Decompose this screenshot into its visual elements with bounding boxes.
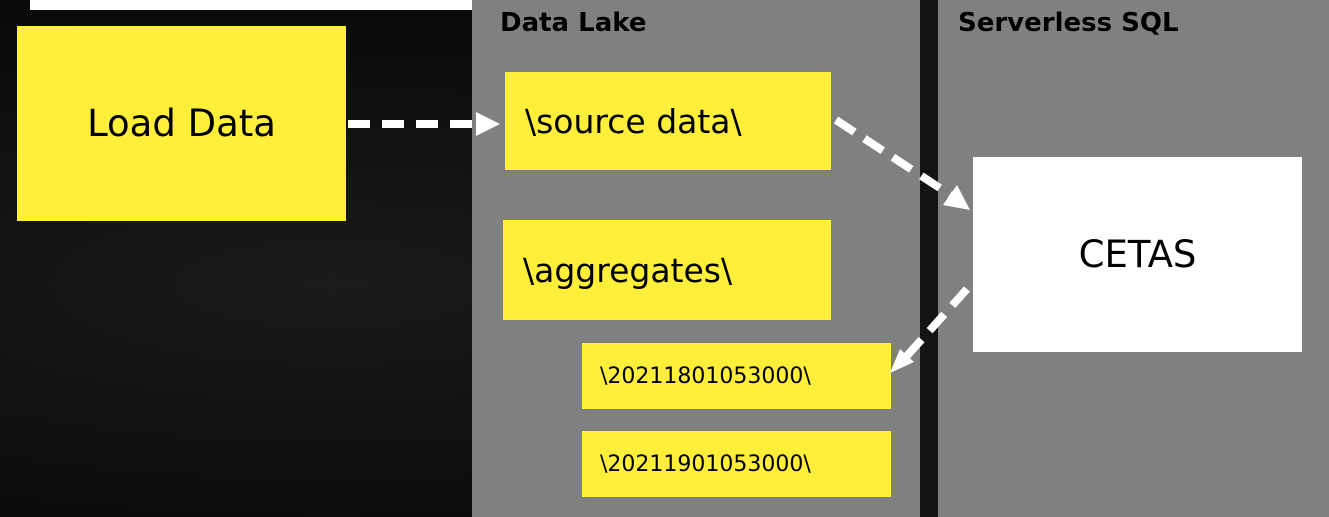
serverless-sql-title: Serverless SQL (958, 8, 1179, 38)
source-data-label: \source data\ (525, 101, 742, 141)
partition-2-label: \20211901053000\ (600, 451, 811, 477)
partition-1-label: \20211801053000\ (600, 363, 811, 389)
column-divider (920, 0, 938, 517)
arrow-source-to-cetas (833, 116, 955, 200)
data-lake-title: Data Lake (500, 8, 647, 38)
source-data-folder: \source data\ (505, 72, 831, 170)
aggregates-folder: \aggregates\ (503, 220, 831, 320)
arrowhead-cetas (943, 185, 970, 210)
partition-folder-1: \20211801053000\ (582, 343, 891, 409)
arrow-cetas-to-partition (902, 286, 970, 361)
cetas-label: CETAS (1078, 233, 1197, 276)
cetas-box: CETAS (973, 157, 1302, 352)
partition-folder-2: \20211901053000\ (582, 431, 891, 497)
arrowhead-partition (890, 349, 914, 373)
load-data-box: Load Data (17, 26, 346, 221)
arrowhead-source (476, 112, 500, 136)
aggregates-label: \aggregates\ (523, 250, 733, 290)
load-data-label: Load Data (87, 102, 276, 145)
